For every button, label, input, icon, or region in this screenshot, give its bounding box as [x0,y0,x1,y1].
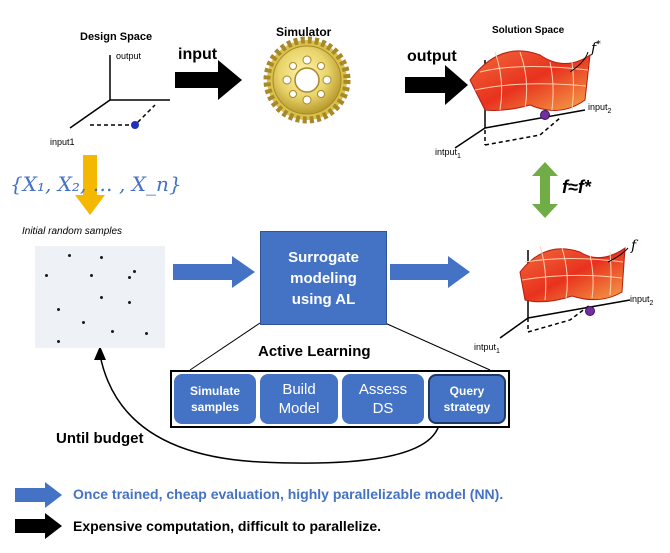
legend-blue-arrow [15,482,62,508]
surrogate-modeling-box: Surrogate modeling using AL [260,231,387,325]
f-label: f [631,238,637,254]
samples-set-formula: {X₁, X₂, … , X_n} [10,172,182,196]
al-connector-right [384,322,491,371]
until-budget-label: Until budget [56,430,144,447]
surrogate-axis-input2: input2 [630,294,654,307]
al-connector-left [189,322,261,371]
design-point [131,121,139,129]
loop-arrow-head [94,346,106,360]
design-axis-input1: input1 [50,137,75,147]
surrogate-line1: Surrogate [288,248,359,266]
approx-double-arrow [532,162,558,218]
approx-label: f≈f* [562,177,591,197]
solution-space-title: Solution Space [492,25,565,36]
simulator-gear-icon [263,36,351,124]
until-budget-loop-arrow [99,354,441,464]
legend-expensive-text: Expensive computation, difficult to para… [73,518,382,534]
samples-arrow [75,155,105,215]
design-space-axes [69,55,170,129]
samples-to-model-arrow [173,256,255,288]
surrogate-space-plot [499,245,631,339]
solution-space-plot [454,50,591,149]
initial-samples-label: Initial random samples [22,226,123,237]
f-star-label: f* [591,40,601,57]
active-learning-title: Active Learning [258,343,371,360]
input-arrow [175,60,242,100]
surrogate-line3: using AL [291,290,356,308]
solution-axis-input1: intput1 [435,147,461,160]
surrogate-axis-input1: intput1 [474,342,500,355]
surrogate-line2: modeling [290,269,357,287]
simulator-title: Simulator [276,25,332,39]
output-label: output [407,48,457,65]
input-label: input [178,46,218,63]
initial-samples-plot [35,246,165,348]
solution-axis-input2: input2 [588,102,612,115]
design-axis-output: output [116,51,142,61]
legend-cheap-text: Once trained, cheap evaluation, highly p… [73,486,504,502]
model-to-surrogate-arrow [390,256,470,288]
output-arrow [405,65,468,105]
design-space-title: Design Space [80,31,153,43]
legend-black-arrow [15,513,62,539]
